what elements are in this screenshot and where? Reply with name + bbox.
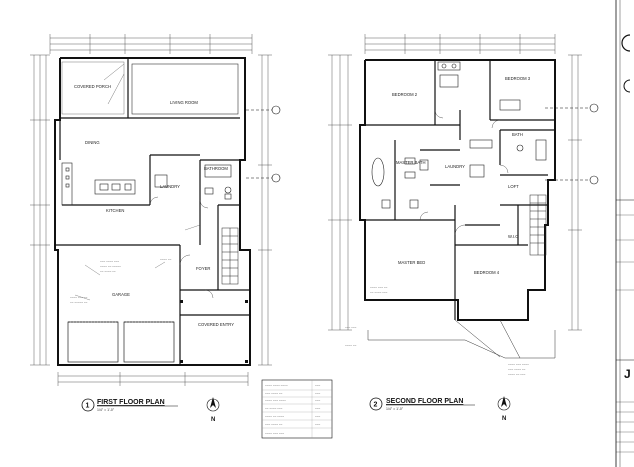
second-floor-section-markers xyxy=(545,103,599,185)
svg-text:~~ ~~~~ ~~~: ~~ ~~~~ ~~~ xyxy=(370,290,388,294)
bedroom-4-label: BEDROOM 4 xyxy=(474,270,500,275)
second-floor-laundry-label: LAUNDRY xyxy=(445,164,465,169)
second-floor-note-text: ~~~~ ~~~ ~~ ~~ ~~~~ ~~~ ~~~~ ~~~ ~~~~ ~~… xyxy=(345,285,529,376)
first-floor-notes xyxy=(74,224,201,301)
living-room-details xyxy=(131,63,239,115)
first-floor-interior-walls xyxy=(55,58,250,365)
first-floor-plan-number: 1 xyxy=(86,403,90,410)
svg-text:~~~: ~~~ xyxy=(315,406,321,410)
first-floor-plan-title: FIRST FLOOR PLAN xyxy=(97,399,165,406)
svg-text:~~~~ ~~~ ~~~: ~~~~ ~~~ ~~~ xyxy=(265,431,284,435)
master-bath-label: MASTER BATH xyxy=(396,160,425,165)
bath-label: BATH xyxy=(512,132,523,137)
living-room-label: LIVING ROOM xyxy=(170,100,198,105)
svg-text:~~~~ ~~: ~~~~ ~~ xyxy=(160,257,172,261)
covered-porch-hatch xyxy=(61,61,125,115)
svg-text:~~~~ ~~: ~~~~ ~~ xyxy=(345,343,357,347)
second-floor-fixtures xyxy=(371,61,547,209)
first-floor-right-dimensions xyxy=(258,54,272,366)
svg-text:~~~~ ~~~ ~~: ~~~~ ~~~ ~~ xyxy=(370,285,388,289)
second-floor-north-arrow: N xyxy=(497,396,511,422)
bathroom-label: BATHROOM xyxy=(204,166,228,171)
svg-text:~~~ ~~~~ ~~: ~~~ ~~~~ ~~ xyxy=(508,367,526,371)
second-floor-plan: ~~~~ ~~~ ~~ ~~ ~~~~ ~~~ ~~~~ ~~~ ~~~~ ~~… xyxy=(328,34,599,422)
second-floor-doors xyxy=(419,109,509,236)
svg-text:~~~~ ~~~ ~~~~: ~~~~ ~~~ ~~~~ xyxy=(265,398,286,402)
lower-roof-outline xyxy=(367,319,556,359)
laundry-label: LAUNDRY xyxy=(160,184,180,189)
svg-text:~~~~ ~~ ~~~~: ~~~~ ~~ ~~~~ xyxy=(265,414,284,418)
svg-text:~~ ~~~~ ~~~: ~~ ~~~~ ~~~ xyxy=(265,406,283,410)
covered-entry-label: COVERED ENTRY xyxy=(198,322,234,327)
first-floor-exterior-walls xyxy=(54,57,251,366)
first-floor-note-text: ~~~ ~~~~ ~~~ ~~~~ ~~ ~~~~~ ~~ ~~~~ ~~ ~~… xyxy=(70,257,172,304)
second-floor-right-dimensions xyxy=(568,54,582,331)
second-floor-stairs xyxy=(529,194,547,256)
legend-scribble: ~~~~ ~~~~ ~~~~ ~~~ ~~~~ ~~ ~~~~ ~~~ ~~~~… xyxy=(265,383,321,435)
bathroom-fixtures xyxy=(154,164,232,200)
second-floor-exterior-walls xyxy=(359,59,556,321)
svg-text:~~~ ~~~: ~~~ ~~~ xyxy=(345,325,357,329)
garage-label: GARAGE xyxy=(112,292,130,297)
kitchen-label: KITCHEN xyxy=(106,208,124,213)
second-floor-top-dimensions xyxy=(364,34,556,54)
sheet-title-block: J xyxy=(615,0,634,467)
first-floor-left-dimensions xyxy=(30,54,50,366)
foyer-label: FOYER xyxy=(196,266,210,271)
svg-text:~~~: ~~~ xyxy=(315,391,321,395)
second-floor-plan-title: SECOND FLOOR PLAN xyxy=(386,398,463,405)
svg-text:~~~ ~~~~ ~~~: ~~~ ~~~~ ~~~ xyxy=(100,259,119,263)
svg-text:~~~~ ~~~~ ~~~~: ~~~~ ~~~~ ~~~~ xyxy=(265,383,288,387)
svg-text:~~~~ ~~ ~~~: ~~~~ ~~ ~~~ xyxy=(508,372,526,376)
svg-text:~~~: ~~~ xyxy=(315,414,321,418)
dining-label: DINING xyxy=(85,140,100,145)
bedroom-2-label: BEDROOM 2 xyxy=(392,92,418,97)
svg-text:~~ ~~~~~ ~~: ~~ ~~~~~ ~~ xyxy=(70,300,88,304)
first-floor-stairs xyxy=(221,227,239,285)
svg-text:~~~: ~~~ xyxy=(315,398,321,402)
second-floor-interior-walls xyxy=(365,60,555,320)
svg-text:~~~~ ~~ ~~~~~: ~~~~ ~~ ~~~~~ xyxy=(100,264,121,268)
first-floor-north-label: N xyxy=(211,417,215,423)
second-floor-plan-scale: 1/4" = 1'-0" xyxy=(386,407,404,411)
svg-text:~~~ ~~~~ ~~: ~~~ ~~~~ ~~ xyxy=(265,422,283,426)
kitchen-cabinetry xyxy=(61,162,136,206)
first-floor-section-markers xyxy=(246,105,281,183)
first-floor-doors xyxy=(149,196,214,299)
covered-porch-label: COVERED PORCH xyxy=(74,84,111,89)
second-floor-title-block: 2 SECOND FLOOR PLAN 1/4" = 1'-0" xyxy=(369,397,475,411)
first-floor-north-arrow: N xyxy=(206,397,220,423)
svg-text:~~~: ~~~ xyxy=(315,383,321,387)
garage-doors xyxy=(67,321,175,363)
bedroom-3-label: BEDROOM 3 xyxy=(505,76,531,81)
first-floor-plan-scale: 1/4" = 1'-0" xyxy=(97,408,115,412)
first-floor-bottom-dimensions xyxy=(57,372,249,386)
master-bed-label: MASTER BED xyxy=(398,260,425,265)
first-floor-plan: ~~~ ~~~~ ~~~ ~~~~ ~~ ~~~~~ ~~ ~~~~ ~~ ~~… xyxy=(30,34,281,423)
first-floor-title-block: 1 FIRST FLOOR PLAN 1/4" = 1'-0" xyxy=(81,398,178,412)
first-floor-columns xyxy=(180,300,248,363)
title-block-letter: J xyxy=(624,367,631,381)
loft-label: LOFT xyxy=(508,184,519,189)
first-floor-top-dimensions xyxy=(49,34,253,54)
svg-text:~~~: ~~~ xyxy=(315,422,321,426)
second-floor-left-dimensions xyxy=(328,54,352,331)
svg-text:~~~~ ~~~ ~~: ~~~~ ~~~ ~~ xyxy=(70,295,88,299)
wic-label: W.I.C xyxy=(508,234,518,239)
legend-table: ~~~~ ~~~~ ~~~~ ~~~ ~~~~ ~~ ~~~~ ~~~ ~~~~… xyxy=(261,379,333,439)
svg-text:~~~ ~~~~ ~~: ~~~ ~~~~ ~~ xyxy=(265,391,283,395)
svg-text:~~ ~~~~ ~~: ~~ ~~~~ ~~ xyxy=(100,269,116,273)
second-floor-north-label: N xyxy=(502,416,506,422)
svg-text:~~~~ ~~~ ~~~~: ~~~~ ~~~ ~~~~ xyxy=(508,362,529,366)
second-floor-plan-number: 2 xyxy=(374,402,378,409)
